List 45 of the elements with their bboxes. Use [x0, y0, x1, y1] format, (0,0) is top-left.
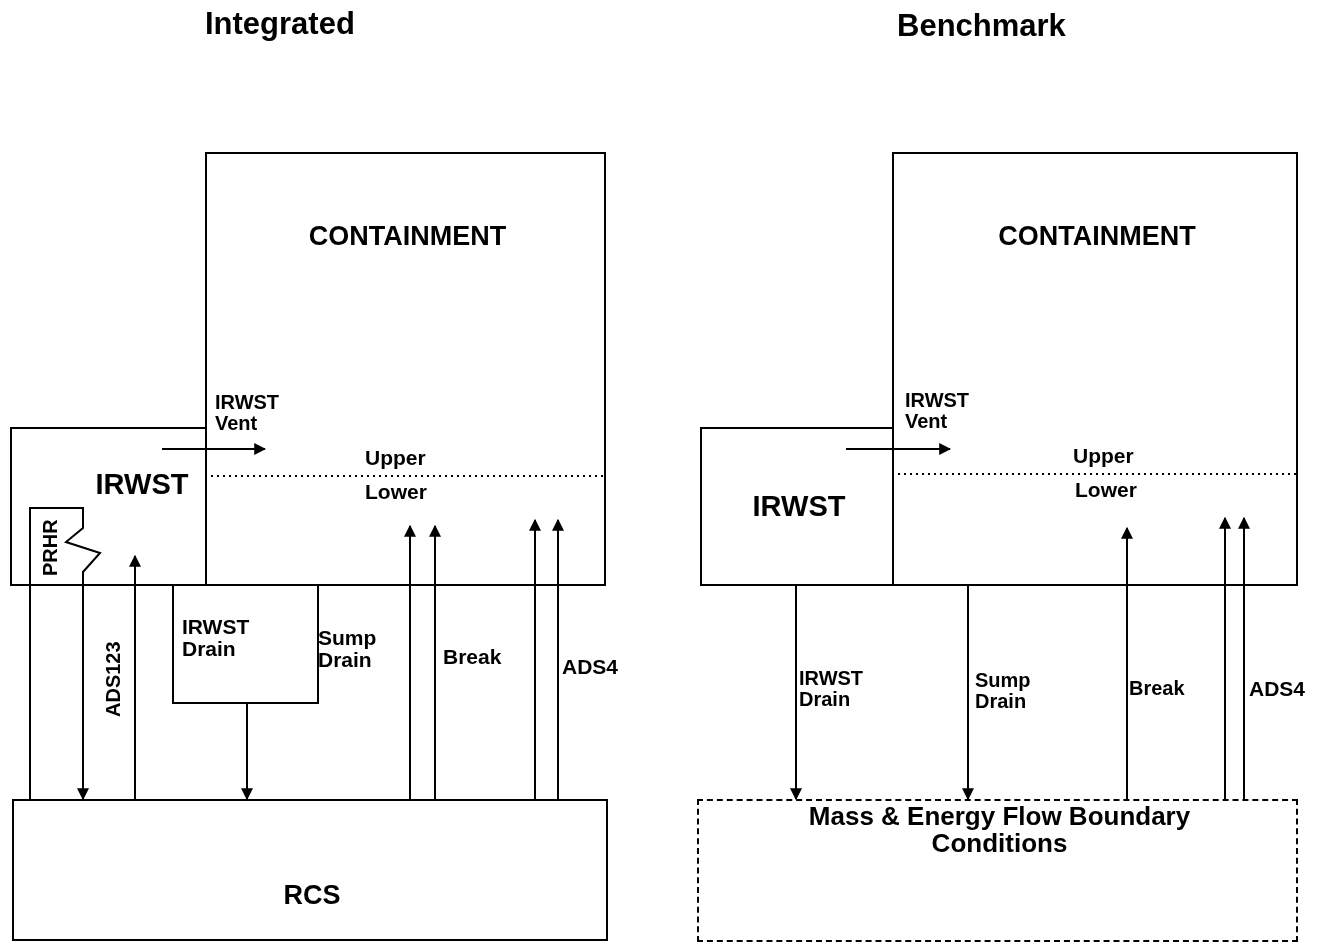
arrow — [429, 524, 441, 800]
node-label: CONTAINMENT — [997, 222, 1197, 251]
zone-label: Upper — [365, 447, 426, 470]
node-label: CONTAINMENT — [307, 222, 508, 251]
node-label: Mass & Energy Flow Boundary Conditions — [807, 803, 1192, 858]
edge-label: Break — [443, 646, 503, 669]
node-label: IRWST Drain — [182, 616, 251, 661]
arrow — [1219, 516, 1231, 800]
zone-label: Lower — [365, 481, 427, 504]
arrow — [962, 585, 974, 801]
edge-label: IRWST Vent — [215, 392, 281, 434]
containment-box — [205, 152, 606, 586]
arrow — [790, 585, 802, 801]
edge-label: ADS4 — [1249, 678, 1307, 701]
edge-label: ADS123 — [103, 641, 124, 717]
arrow — [77, 584, 89, 801]
arrow — [241, 703, 253, 801]
arrow — [845, 443, 952, 455]
flow-label: Sump Drain — [318, 627, 378, 672]
arrow — [161, 443, 267, 455]
arrow — [529, 518, 541, 800]
node-label: RCS — [282, 881, 342, 910]
edge-label: Break — [1129, 678, 1186, 699]
arrow — [129, 554, 141, 800]
edge-label: IRWST Vent — [905, 390, 971, 432]
tank-box — [700, 427, 894, 586]
system-box — [12, 799, 608, 941]
node-label: PRHR — [40, 519, 61, 576]
drain-box — [172, 584, 319, 704]
boundary-box — [697, 799, 1298, 942]
tank-box — [10, 427, 207, 586]
arrow — [552, 518, 564, 800]
arrow — [404, 524, 416, 800]
edge-label: IRWST Drain — [799, 668, 865, 710]
arrow — [1238, 516, 1250, 800]
edge-label: Sump Drain — [975, 670, 1032, 712]
zone-label: Upper — [1073, 445, 1134, 468]
panel-title: Integrated — [205, 8, 355, 41]
node-label: IRWST — [94, 469, 190, 500]
containment-box — [892, 152, 1298, 586]
zone-label: Lower — [1075, 479, 1137, 502]
node-label: IRWST — [751, 491, 847, 522]
arrow — [1121, 526, 1133, 800]
edge-label: ADS4 — [562, 656, 620, 679]
panel-title: Benchmark — [897, 10, 1066, 43]
